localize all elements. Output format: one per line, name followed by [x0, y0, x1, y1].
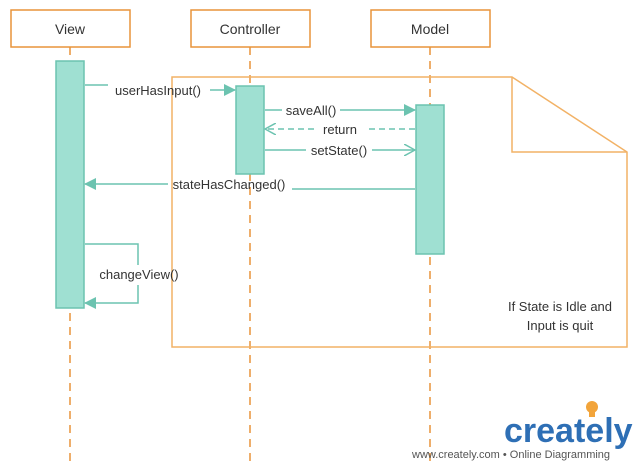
message-changeview[interactable]: changeView() [84, 243, 179, 309]
lifeline-header-controller[interactable]: Controller [190, 9, 311, 48]
lifeline-label-model: Model [411, 21, 449, 37]
message-label-saveall: saveAll() [286, 103, 337, 118]
message-label-statehaschanged: stateHasChanged() [173, 177, 286, 192]
message-label-setstate: setState() [311, 143, 367, 158]
lifeline-header-view[interactable]: View [10, 9, 131, 48]
message-saveall[interactable]: saveAll() [265, 103, 416, 118]
note-text-line1: If State is Idle and [508, 299, 612, 314]
lifeline-label-view: View [55, 21, 86, 37]
message-userhasinput[interactable]: userHasInput() [85, 83, 236, 98]
message-return[interactable]: return [265, 122, 415, 137]
message-label-return: return [323, 122, 357, 137]
creately-logo-text: creately [504, 412, 633, 450]
message-label-changeview: changeView() [99, 267, 178, 282]
creately-logo[interactable]: creately [504, 401, 633, 450]
activation-view[interactable] [55, 60, 85, 309]
lifeline-label-controller: Controller [220, 21, 281, 37]
activation-model[interactable] [415, 104, 445, 255]
footer-text: www.creately.com • Online Diagramming [411, 449, 610, 461]
message-label-userhasinput: userHasInput() [115, 83, 201, 98]
lightbulb-icon [586, 401, 598, 417]
note-text-line2: Input is quit [527, 318, 594, 333]
message-setstate[interactable]: setState() [265, 143, 415, 158]
activation-controller[interactable] [235, 85, 265, 175]
message-statehaschanged[interactable]: stateHasChanged() [84, 177, 415, 192]
lifeline-header-model[interactable]: Model [370, 9, 491, 48]
condition-note[interactable]: If State is Idle and Input is quit [171, 76, 628, 348]
